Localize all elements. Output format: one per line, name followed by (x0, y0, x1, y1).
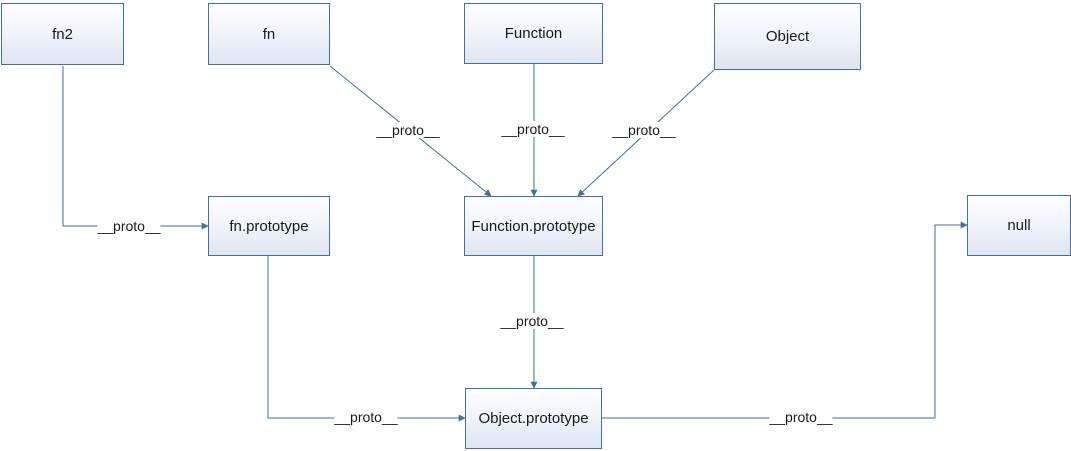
node-fn-prototype: fn.prototype (208, 196, 330, 256)
node-fn2: fn2 (1, 3, 124, 65)
edge-fn2-to-fn-prototype (62, 66, 209, 230)
label-fn-to-function-prototype: __proto__ (376, 122, 440, 138)
node-null: null (967, 195, 1071, 256)
edge-object-prototype-to-null (602, 221, 968, 419)
node-function: Function (464, 3, 603, 64)
edge-fn-prototype-to-object-prototype (267, 256, 466, 422)
node-object-prototype: Object.prototype (465, 388, 602, 449)
node-fn: fn (208, 3, 330, 65)
node-function-prototype: Function.prototype (464, 196, 603, 256)
label-function-prototype-to-object-prototype: __proto__ (500, 313, 564, 329)
label-fn-prototype-to-object-prototype: __proto__ (334, 409, 398, 425)
label-fn2-to-fn-prototype: __proto__ (97, 218, 161, 234)
label-object-to-function-prototype: __proto__ (612, 122, 676, 138)
label-object-prototype-to-null: __proto__ (769, 409, 833, 425)
label-function-to-function-prototype: __proto__ (501, 121, 565, 137)
node-object: Object (714, 3, 861, 70)
